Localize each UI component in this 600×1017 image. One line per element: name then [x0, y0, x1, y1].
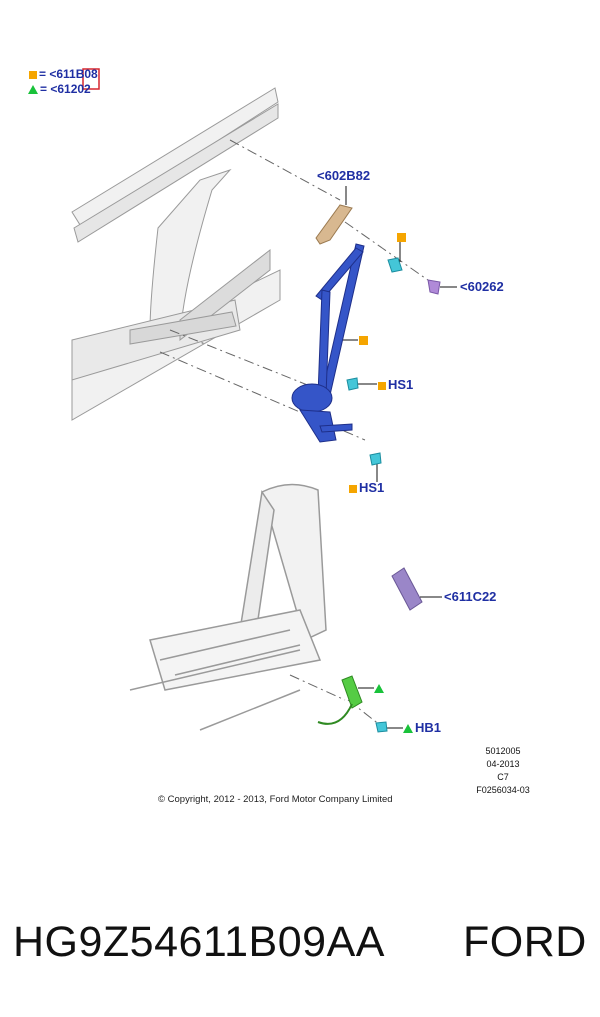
triangle-marker-icon	[403, 724, 413, 734]
callout-hb1-label: HB1	[415, 720, 442, 735]
square-marker-icon	[378, 381, 386, 390]
callout-hs1-upper[interactable]: HS1	[378, 378, 413, 392]
callout-602b82[interactable]: <602B82	[317, 168, 371, 183]
triangle-marker-icon	[28, 85, 38, 95]
meta-line-1: 5012005	[485, 746, 521, 756]
copyright-text: © Copyright, 2012 - 2013, Ford Motor Com…	[158, 794, 393, 805]
legend-row-triangle: = <61202	[28, 82, 91, 96]
buckle-stalk-part	[391, 567, 423, 611]
bolts	[346, 257, 403, 733]
legend-row-square: = <611B08	[29, 67, 98, 81]
callout-leaders	[335, 186, 457, 729]
part-number: HG9Z54611B09AA	[13, 918, 385, 966]
square-marker-icon	[349, 484, 357, 493]
callout-hs1-upper-label: HS1	[388, 377, 414, 392]
meta-line-3: C7	[497, 772, 509, 782]
callout-hs1-lower[interactable]: HS1	[349, 481, 384, 495]
legend-highlight	[82, 68, 100, 90]
body-pillar-frame	[71, 87, 281, 421]
square-marker-icon	[29, 70, 37, 79]
meta-line-2: 04-2013	[486, 759, 520, 769]
callout-611c22[interactable]: <611C22	[444, 589, 497, 604]
brand-name: FORD	[463, 918, 587, 966]
seat-belt-assembly	[291, 243, 365, 443]
diagram-meta: 5012005 04-2013 C7 F0256034-03	[458, 745, 548, 797]
callout-60262[interactable]: <60262	[460, 279, 504, 294]
meta-line-4: F0256034-03	[476, 785, 530, 795]
legend-label-2: = <61202	[40, 82, 91, 96]
callout-hb1[interactable]: HB1	[403, 721, 441, 735]
legend-label-1: = <611B08	[39, 67, 98, 81]
upper-bolt-part	[427, 279, 441, 295]
anchor-plate	[315, 204, 353, 245]
callout-hs1-lower-label: HS1	[359, 480, 385, 495]
seat-frame	[129, 483, 327, 731]
buckle-assembly	[317, 675, 363, 725]
key-markers	[359, 233, 406, 693]
